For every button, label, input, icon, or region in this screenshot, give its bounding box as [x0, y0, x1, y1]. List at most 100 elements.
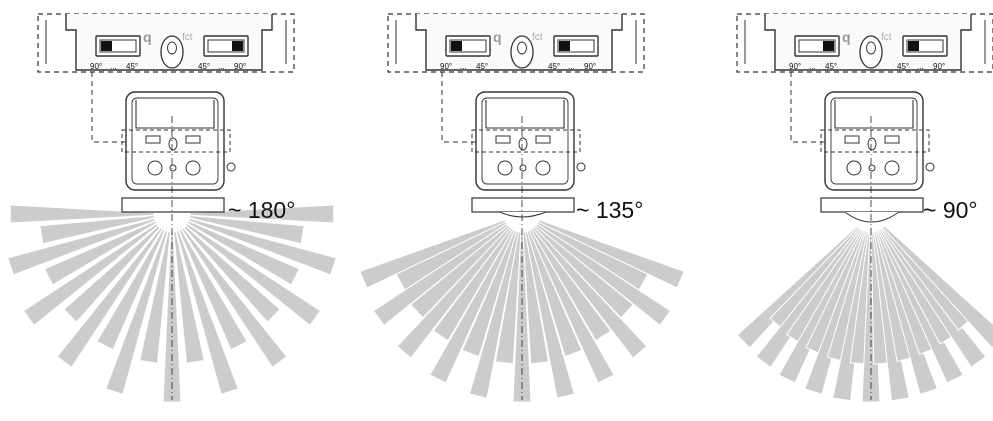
- sensor-lens: [820, 197, 924, 223]
- switch-label-right: 90°: [584, 62, 596, 71]
- mini-switch-left: [145, 135, 161, 144]
- mount-screw: [925, 162, 935, 172]
- switch-label-dots: ...: [110, 62, 117, 71]
- mini-knob: [168, 137, 178, 151]
- switch-label-dots: ...: [460, 62, 467, 71]
- switch-highlight: [820, 129, 930, 153]
- brand-text: fct: [182, 32, 193, 43]
- detection-zone: [432, 227, 514, 342]
- detection-zone: [7, 217, 156, 276]
- mini-knob: [518, 137, 528, 151]
- switch-highlight: [121, 129, 231, 153]
- switch-label-right: 90°: [933, 62, 945, 71]
- slide-switch-knob: [232, 41, 243, 51]
- detection-zone: [882, 225, 993, 349]
- detection-zone: [56, 227, 164, 369]
- detection-zone: [533, 224, 635, 319]
- lens-base: [471, 197, 575, 213]
- coverage-angle-label: ~ 135°: [576, 197, 643, 223]
- switch-label-right: 90°: [234, 62, 246, 71]
- detection-zone: [524, 230, 576, 399]
- switch-label-dots: ...: [809, 62, 816, 71]
- switch-label-left: 45°: [897, 62, 909, 71]
- lens-dome: [844, 211, 900, 223]
- detection-zone: [535, 222, 672, 327]
- sensor-lens: [121, 197, 225, 213]
- detection-zone: [96, 228, 166, 351]
- detection-zone: [185, 222, 322, 327]
- slide-switch-knob: [451, 41, 462, 51]
- detection-zone: [468, 230, 520, 399]
- time-dial: [846, 160, 862, 176]
- sensor-device: [471, 91, 586, 191]
- switch-label-right: 45°: [126, 62, 138, 71]
- sensor-device: [820, 91, 935, 191]
- mini-switch-right: [884, 135, 900, 144]
- detection-zone: [494, 231, 522, 365]
- detection-zone: [180, 227, 288, 369]
- device-cover: [485, 100, 565, 129]
- lux-dial: [535, 160, 551, 176]
- detection-zone: [178, 228, 248, 351]
- detection-zone: [189, 204, 335, 224]
- detection-zone: [409, 224, 511, 319]
- lux-dial: [185, 160, 201, 176]
- adjust-knob-slot: [167, 41, 177, 55]
- detection-fan: [7, 204, 337, 403]
- detection-zone: [173, 231, 205, 364]
- detection-zone: [22, 222, 159, 327]
- mini-switch-left: [844, 135, 860, 144]
- switch-label-dots: ...: [218, 62, 225, 71]
- sensor-lens: [471, 197, 575, 218]
- zoom-connector: [91, 72, 126, 143]
- switch-label-dots: ...: [917, 62, 924, 71]
- detection-zone: [186, 220, 301, 286]
- detection-zone: [9, 204, 155, 224]
- detection-zone: [530, 227, 612, 342]
- mount-screw: [226, 162, 236, 172]
- right-angle-switch: 45°... 90°: [897, 35, 948, 71]
- detection-zone: [43, 220, 158, 286]
- slide-switch-knob: [559, 41, 570, 51]
- detection-zone: [396, 226, 512, 359]
- device-cover: [834, 100, 914, 129]
- switch-panel-zoom: 90°... 45°45°... 90° q fct: [736, 13, 993, 73]
- slide-switch-knob: [823, 41, 834, 51]
- brand-logo: q: [143, 29, 152, 45]
- detection-zone: [63, 225, 161, 323]
- indicator-led: [169, 164, 177, 172]
- lens-base: [121, 197, 225, 213]
- switch-label-left: 45°: [198, 62, 210, 71]
- detection-fan: [359, 219, 685, 403]
- indicator-led: [519, 164, 527, 172]
- slide-switch-knob: [908, 41, 919, 51]
- device-inner: [131, 97, 219, 185]
- switch-label-left: 90°: [440, 62, 452, 71]
- mini-switch-right: [185, 135, 201, 144]
- detection-zone: [105, 230, 169, 396]
- time-dial: [497, 160, 513, 176]
- detection-zone: [175, 230, 239, 396]
- brand-text: fct: [881, 32, 892, 43]
- detection-zone: [183, 225, 281, 323]
- switch-highlight: [471, 129, 581, 153]
- adjust-knob-slot: [866, 41, 876, 55]
- detection-zone: [188, 217, 337, 276]
- indicator-led: [868, 164, 876, 172]
- switch-label-right: 45°: [476, 62, 488, 71]
- brand-text: fct: [532, 32, 543, 43]
- adjust-knob-slot: [517, 41, 527, 55]
- switch-label-left: 90°: [789, 62, 801, 71]
- detection-zone: [139, 231, 171, 364]
- mini-switch-left: [495, 135, 511, 144]
- detection-zone: [189, 215, 305, 245]
- zoom-connector: [441, 72, 476, 143]
- mini-switch-right: [535, 135, 551, 144]
- mount-screw: [576, 162, 586, 172]
- brand-logo: q: [842, 29, 851, 45]
